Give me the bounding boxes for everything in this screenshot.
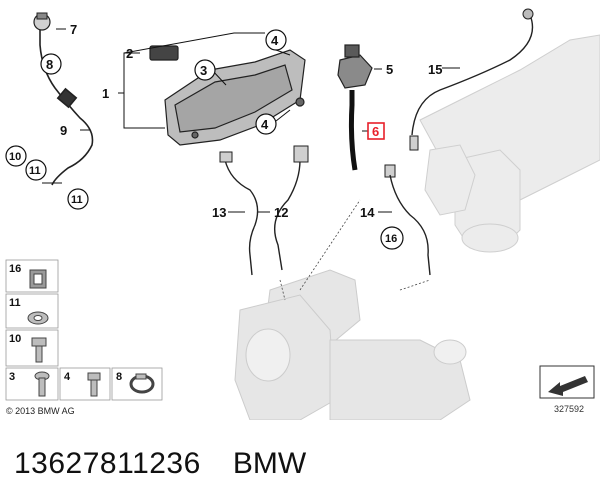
callout-lines: [42, 28, 460, 213]
bolt-icon: [87, 372, 101, 397]
hollow-bolt-icon: [31, 337, 47, 363]
svg-text:11: 11: [9, 297, 21, 309]
svg-text:8: 8: [46, 57, 53, 72]
callout-12[interactable]: 12: [274, 205, 288, 220]
callout-4-top[interactable]: 4: [265, 29, 287, 51]
cable-15: [411, 14, 534, 136]
svg-text:4: 4: [271, 33, 279, 48]
callout-10[interactable]: 10: [5, 145, 27, 167]
svg-text:12: 12: [274, 205, 288, 220]
parts-diagram: 7 8 1 2 3 4 4 9 10 11 11 5 6 1: [5, 8, 600, 420]
callout-14[interactable]: 14: [360, 205, 375, 220]
callout-4-bottom[interactable]: 4: [255, 113, 277, 135]
callout-6[interactable]: 6: [367, 122, 385, 140]
intake-manifold-ghost: [419, 34, 600, 253]
legend-item-8[interactable]: 8: [116, 371, 155, 394]
callout-5[interactable]: 5: [386, 62, 393, 77]
callout-15[interactable]: 15: [428, 62, 442, 77]
svg-text:5: 5: [386, 62, 393, 77]
callout-11-lower[interactable]: 11: [67, 188, 89, 210]
svg-text:11: 11: [71, 194, 83, 206]
callout-2[interactable]: 2: [126, 46, 133, 61]
svg-text:11: 11: [29, 165, 41, 177]
pressure-sensor: [337, 44, 373, 89]
callout-13[interactable]: 13: [212, 205, 226, 220]
svg-text:10: 10: [9, 333, 21, 345]
svg-text:1: 1: [102, 86, 109, 101]
part-number: 13627811236: [14, 447, 201, 480]
copyright-text: © 2013 BMW AG: [6, 406, 75, 416]
svg-text:6: 6: [372, 124, 379, 139]
brand-name: BMW: [232, 447, 307, 480]
callout-1[interactable]: 1: [102, 86, 109, 101]
hose-clamp-icon: [129, 373, 155, 394]
svg-text:16: 16: [385, 233, 397, 245]
svg-text:4: 4: [261, 117, 269, 132]
sensor-cable-left: [39, 25, 94, 186]
exhaust-temp-sensors: [224, 159, 301, 276]
guide-lines: [279, 199, 431, 301]
legend-item-10[interactable]: 10: [9, 333, 47, 363]
svg-text:16: 16: [9, 263, 21, 275]
legend-item-11[interactable]: 11: [9, 297, 49, 325]
doc-number: 327592: [554, 404, 584, 414]
sensor-cable-left-head: [33, 12, 51, 31]
svg-text:9: 9: [60, 123, 67, 138]
svg-text:8: 8: [116, 371, 122, 383]
callout-8[interactable]: 8: [40, 53, 62, 75]
callout-16[interactable]: 16: [380, 226, 404, 250]
svg-text:15: 15: [428, 62, 442, 77]
screw-icon: [34, 371, 50, 397]
svg-text:10: 10: [9, 151, 21, 163]
sensor-connectors: [219, 135, 419, 178]
clip-icon: [29, 269, 47, 289]
legend-item-16[interactable]: 16: [9, 263, 47, 289]
svg-text:3: 3: [200, 63, 207, 78]
legend-item-3[interactable]: 3: [9, 371, 50, 397]
pressure-hose: [348, 90, 358, 171]
legend-item-4[interactable]: 4: [64, 371, 101, 397]
svg-text:7: 7: [70, 22, 77, 37]
legend-small-parts: [5, 259, 163, 401]
callout-9[interactable]: 9: [60, 123, 67, 138]
callout-7[interactable]: 7: [70, 22, 77, 37]
cable-15-plug: [522, 8, 534, 20]
svg-text:14: 14: [360, 205, 375, 220]
doc-box: [539, 365, 595, 399]
footer: 13627811236 BMW: [0, 436, 600, 492]
callout-3[interactable]: 3: [194, 59, 216, 81]
svg-text:2: 2: [126, 46, 133, 61]
cable-14: [389, 174, 431, 276]
svg-text:13: 13: [212, 205, 226, 220]
bracket-assembly: [149, 45, 306, 146]
callout-11-upper[interactable]: 11: [25, 159, 47, 181]
direction-arrow-icon: [548, 376, 588, 396]
svg-text:3: 3: [9, 371, 15, 383]
particulate-filter-ghost: [234, 269, 471, 420]
svg-text:4: 4: [64, 371, 71, 383]
